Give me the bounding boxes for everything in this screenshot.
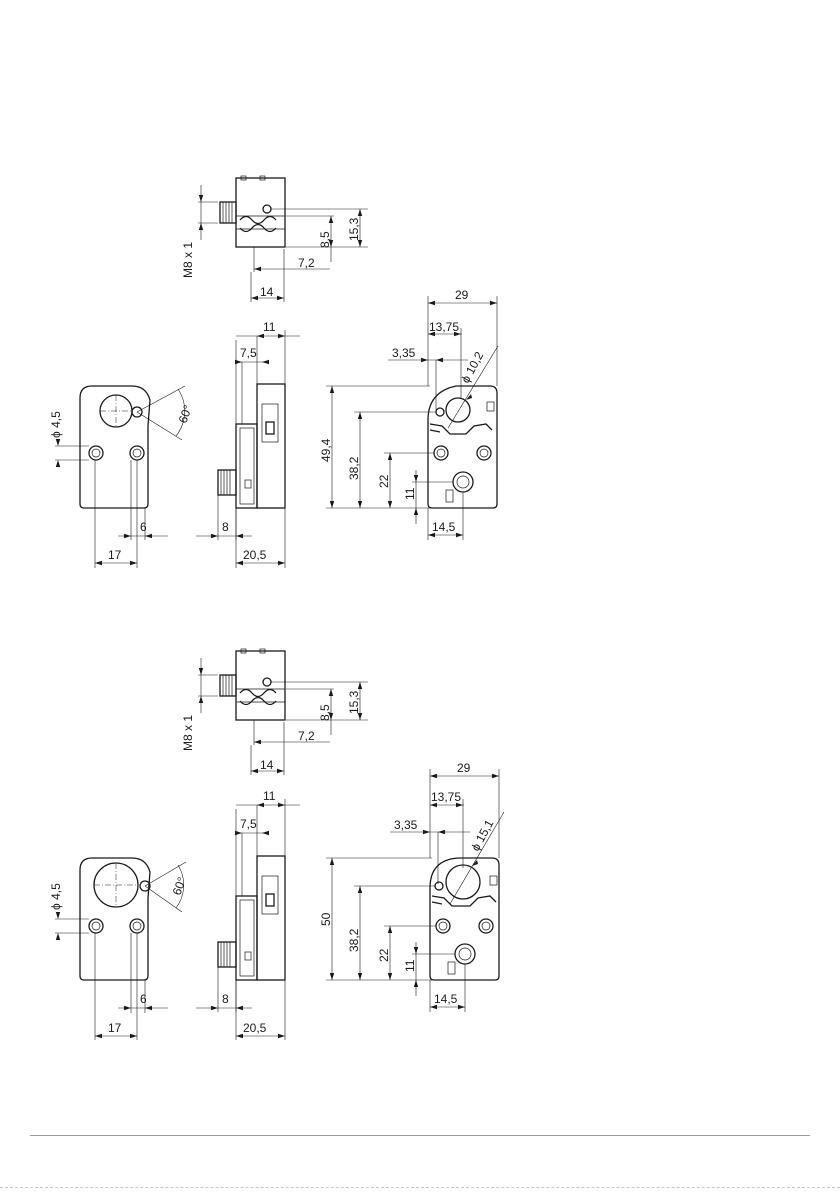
front-dim-17-2: 17 [108, 1021, 122, 1035]
front-angle-label-2: 60° [170, 875, 189, 897]
top-view-1: M8 x 1 8,5 15,3 7,2 14 [181, 176, 368, 302]
top-thread-label-2: M8 x 1 [181, 715, 195, 751]
side-view-2: 11 7,5 8 20,5 [196, 789, 300, 1040]
rear-dim-38-2-2: 38,2 [347, 928, 361, 952]
rear-dim-29: 29 [455, 288, 469, 302]
footer-divider [30, 1135, 810, 1136]
side-dim-11: 11 [263, 320, 276, 334]
rear-dim-38-2: 38,2 [347, 456, 361, 480]
rear-view-1: 29 13,75 3,35 ϕ 10,2 49,4 38,2 22 [319, 288, 498, 540]
front-dim-6-2: 6 [140, 992, 147, 1006]
top-dim-8-5-2: 8,5 [318, 704, 332, 721]
top-dim-14: 14 [260, 285, 274, 299]
side-dim-8-2: 8 [222, 992, 229, 1006]
rear-dim-22-2: 22 [377, 948, 391, 962]
page-bottom-dashes [0, 1187, 840, 1188]
drawing-set-1: M8 x 1 8,5 15,3 7,2 14 ϕ 4,5 [49, 176, 498, 568]
top-dim-8-5: 8,5 [318, 231, 332, 248]
rear-dim-height: 49,4 [319, 438, 333, 462]
rear-bore-dia-label: ϕ 10,2 [458, 349, 486, 385]
front-angle-label: 60° [176, 403, 195, 425]
top-dim-15-3: 15,3 [347, 217, 361, 241]
rear-bore-dia-label-2: ϕ 15,1 [468, 817, 496, 853]
top-dim-7-2-2: 7,2 [298, 729, 315, 743]
front-hole-dia-label: ϕ 4,5 [49, 411, 63, 438]
side-dim-20-5: 20,5 [243, 548, 267, 562]
rear-dim-14-5-2: 14,5 [434, 992, 458, 1006]
side-dim-7-5: 7,5 [240, 346, 257, 360]
drawing-set-2: M8 x 1 8,5 15,3 7,2 14 ϕ 4,5 60° [49, 649, 504, 1040]
rear-view-2: 29 13,75 3,35 ϕ 15,1 50 38,2 22 11 14,5 [319, 761, 504, 1012]
side-dim-11-2: 11 [263, 789, 276, 803]
rear-dim-14-5: 14,5 [432, 520, 456, 534]
front-hole-dia-label-2: ϕ 4,5 [49, 883, 63, 910]
rear-dim-13-75: 13,75 [429, 320, 459, 334]
rear-dim-height-2: 50 [319, 912, 333, 926]
side-dim-20-5-2: 20,5 [243, 1021, 267, 1035]
rear-dim-29-2: 29 [457, 761, 471, 775]
side-view-1: 11 7,5 8 20,5 [196, 320, 300, 568]
side-dim-8: 8 [222, 520, 229, 534]
rear-dim-13-75-2: 13,75 [431, 790, 461, 804]
rear-dim-11: 11 [403, 487, 417, 500]
rear-dim-3-35: 3,35 [392, 346, 416, 360]
front-dim-6: 6 [140, 520, 147, 534]
front-view-1: ϕ 4,5 60° 6 17 [49, 386, 195, 568]
rear-dim-3-35-2: 3,35 [394, 818, 418, 832]
top-view-2: M8 x 1 8,5 15,3 7,2 14 [181, 649, 368, 775]
top-dim-14-2: 14 [260, 758, 274, 772]
top-dim-7-2: 7,2 [298, 256, 315, 270]
rear-dim-22: 22 [377, 474, 391, 488]
front-view-2: ϕ 4,5 60° 6 17 [49, 858, 189, 1040]
front-dim-17: 17 [108, 548, 122, 562]
side-dim-7-5-2: 7,5 [240, 817, 257, 831]
top-thread-label: M8 x 1 [181, 242, 195, 278]
top-dim-15-3-2: 15,3 [347, 690, 361, 714]
rear-dim-11-2: 11 [403, 959, 417, 972]
